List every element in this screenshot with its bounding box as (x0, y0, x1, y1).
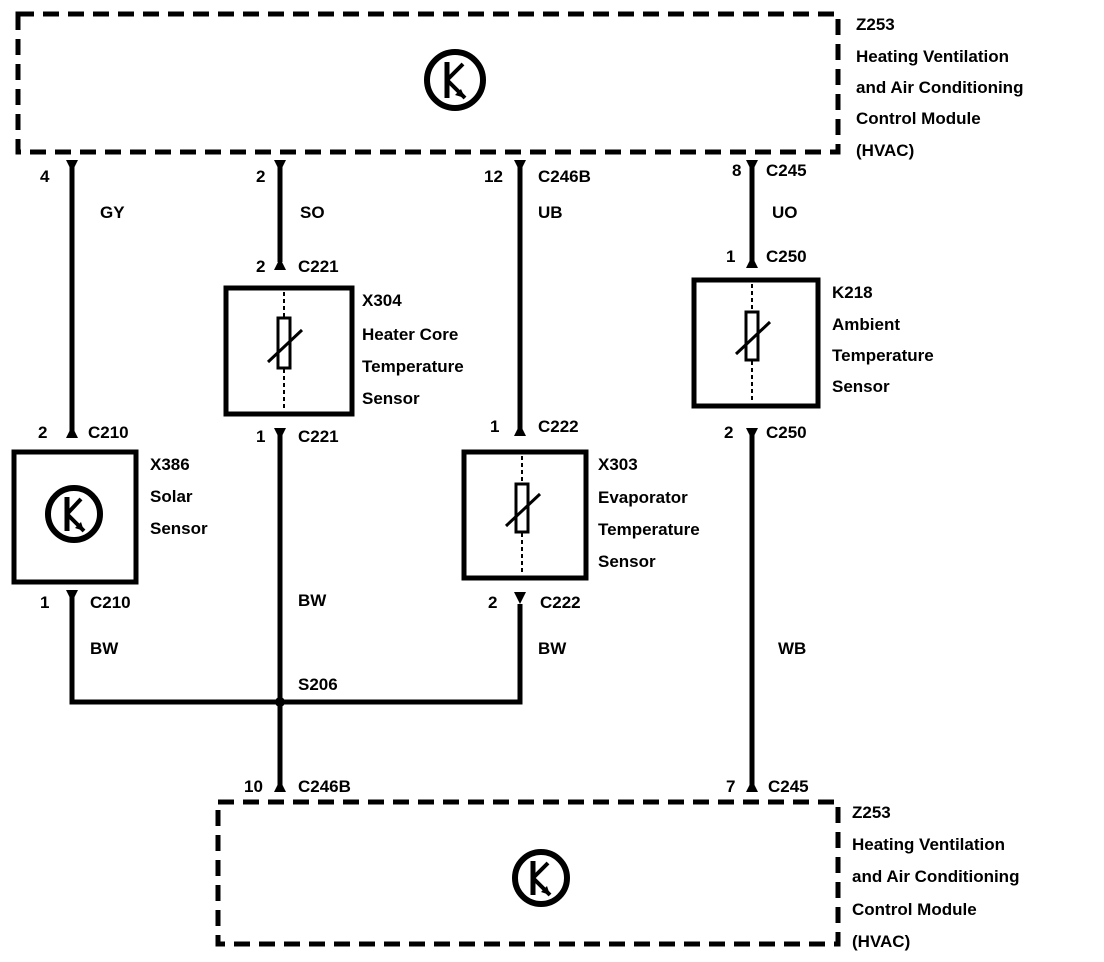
evap-line1: Evaporator (598, 488, 688, 507)
wire-label-ub: UB (538, 203, 563, 222)
wire-label-gy: GY (100, 203, 125, 222)
solar-sensor-icon (45, 485, 103, 543)
pin-solar-top: 2 (38, 423, 47, 442)
wire-label-bw-evap: BW (538, 639, 567, 658)
conn-solar-top: C210 (88, 423, 129, 442)
splice-label: S206 (298, 675, 338, 694)
pin-top-so: 2 (256, 167, 265, 186)
bottom-hvac-line1: Heating Ventilation (852, 835, 1005, 854)
top-hvac-module-icon (424, 49, 486, 111)
conn-solar-bot: C210 (90, 593, 131, 612)
evap-ref: X303 (598, 455, 638, 474)
thermistor-heater-icon (266, 292, 304, 410)
top-hvac-line1: Heating Ventilation (856, 47, 1009, 66)
connector-ticks (66, 160, 758, 792)
solar-line1: Solar (150, 487, 193, 506)
pin-bottom-left: 10 (244, 777, 263, 796)
wire-bw-ground-loop (69, 592, 523, 705)
solar-ref: X386 (150, 455, 190, 474)
wire-label-so: SO (300, 203, 325, 222)
pin-bottom-right: 7 (726, 777, 735, 796)
ambient-ref: K218 (832, 283, 873, 302)
wire-label-wb: WB (778, 639, 806, 658)
thermistor-ambient-icon (734, 284, 772, 402)
bottom-hvac-ref: Z253 (852, 803, 891, 822)
bottom-hvac-module-icon (512, 849, 570, 907)
top-hvac-ref: Z253 (856, 15, 895, 34)
ambient-line2: Temperature (832, 346, 934, 365)
splice-s206-dot (275, 697, 285, 707)
pin-top-uo: 8 (732, 161, 741, 180)
ambient-line1: Ambient (832, 315, 900, 334)
conn-evap-top: C222 (538, 417, 579, 436)
heater-ref: X304 (362, 291, 402, 310)
top-hvac-line3: Control Module (856, 109, 981, 128)
pin-evap-bot: 2 (488, 593, 497, 612)
pin-ambient-top: 1 (726, 247, 735, 266)
pin-heater-bot: 1 (256, 427, 265, 446)
conn-evap-bot: C222 (540, 593, 581, 612)
conn-heater-bot: C221 (298, 427, 339, 446)
conn-ambient-bot: C250 (766, 423, 807, 442)
pin-heater-top: 2 (256, 257, 265, 276)
pin-ambient-bot: 2 (724, 423, 733, 442)
wire-label-bw-solar: BW (90, 639, 119, 658)
conn-ambient-top: C250 (766, 247, 807, 266)
evap-line2: Temperature (598, 520, 700, 539)
wire-label-uo: UO (772, 203, 798, 222)
thermistor-evap-icon (504, 456, 542, 574)
wire-label-bw-heater: BW (298, 591, 327, 610)
top-hvac-line2: and Air Conditioning (856, 78, 1023, 97)
conn-top-uo: C245 (766, 161, 807, 180)
heater-line1: Heater Core (362, 325, 458, 344)
top-hvac-line4: (HVAC) (856, 141, 914, 160)
conn-bottom-right: C245 (768, 777, 809, 796)
bottom-hvac-line4: (HVAC) (852, 932, 910, 951)
pin-top-gy: 4 (40, 167, 50, 186)
conn-heater-top: C221 (298, 257, 339, 276)
pin-evap-top: 1 (490, 417, 499, 436)
bottom-hvac-module-box (215, 799, 841, 947)
solar-sensor-box (11, 449, 139, 585)
pin-solar-bot: 1 (40, 593, 49, 612)
conn-top-ub: C246B (538, 167, 591, 186)
solar-line2: Sensor (150, 519, 208, 538)
evap-line3: Sensor (598, 552, 656, 571)
bottom-hvac-line3: Control Module (852, 900, 977, 919)
pin-top-ub: 12 (484, 167, 503, 186)
conn-bottom-left: C246B (298, 777, 351, 796)
top-hvac-module-box (15, 11, 841, 155)
ambient-line3: Sensor (832, 377, 890, 396)
bottom-hvac-line2: and Air Conditioning (852, 867, 1019, 886)
heater-line3: Sensor (362, 389, 420, 408)
heater-line2: Temperature (362, 357, 464, 376)
